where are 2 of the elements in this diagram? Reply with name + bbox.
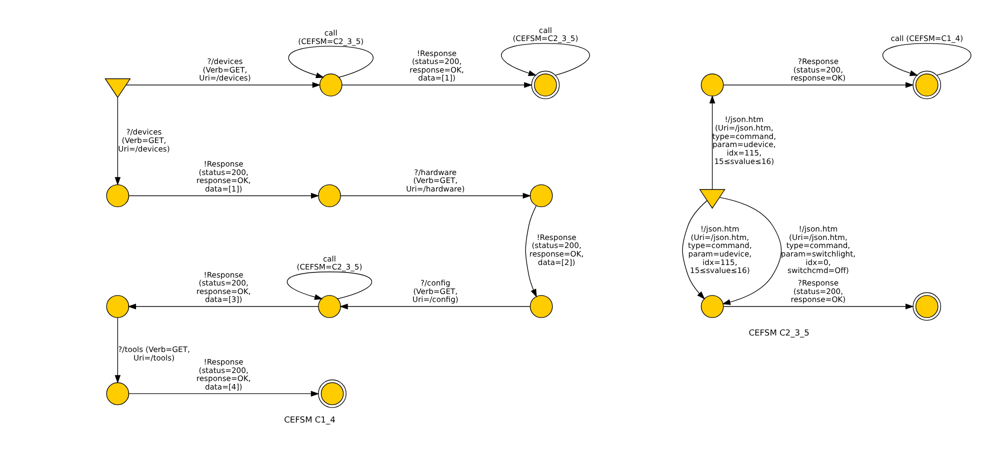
label: CEFSM C2_3_5 [748, 326, 809, 337]
label: CEFSM C1_4 [284, 414, 335, 424]
